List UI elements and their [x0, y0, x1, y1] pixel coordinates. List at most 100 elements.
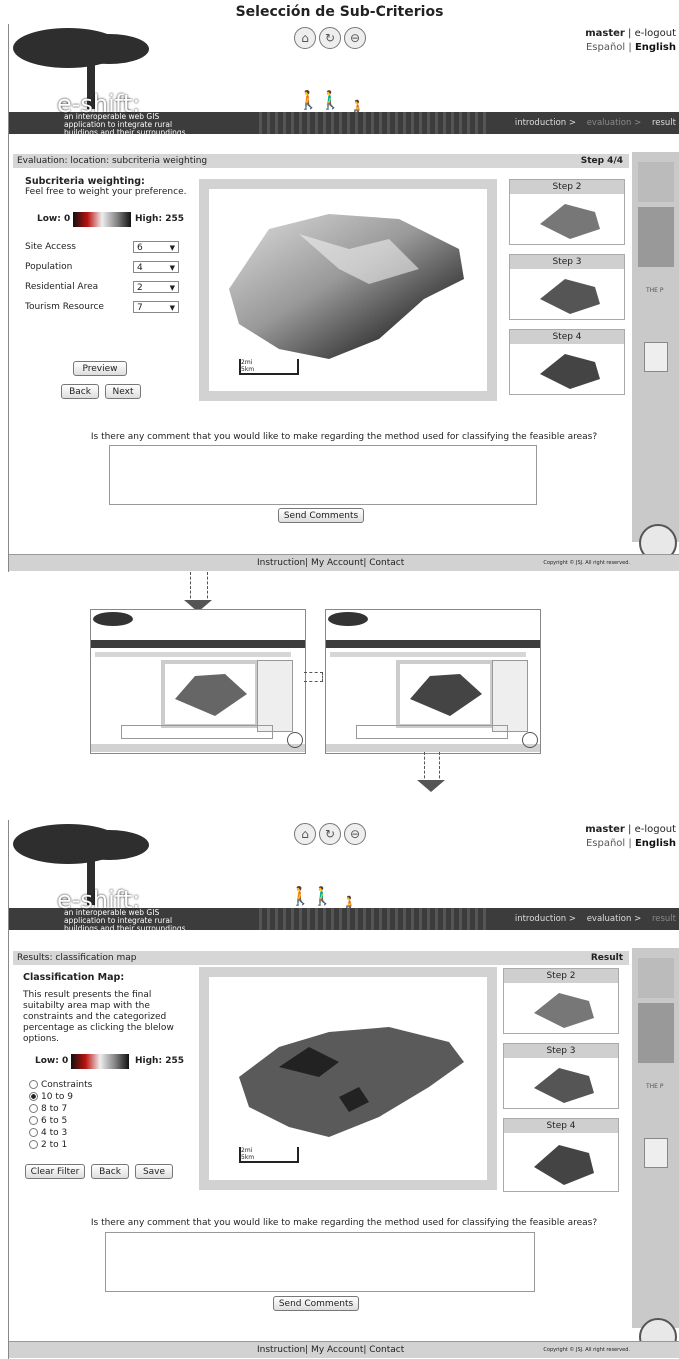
step-indicator: Step 4/4: [580, 156, 623, 166]
radio-option[interactable]: 8 to 7: [29, 1104, 92, 1116]
header-banner: ⌂↻⊖ master | e-logout Español | English …: [9, 24, 679, 137]
radio-option[interactable]: 6 to 5: [29, 1116, 92, 1128]
comment-question: Is there any comment that you would like…: [90, 432, 598, 442]
next-button[interactable]: Next: [105, 384, 141, 399]
footer: Instruction| My Account| Contact Copyrig…: [9, 1341, 679, 1358]
low-label: Low: 0: [37, 214, 71, 224]
map-scale-bar: 2mi 5km: [239, 359, 299, 375]
people-silhouette-icon: 🚶🚶‍♂️: [289, 886, 334, 907]
minus-icon[interactable]: ⊖: [344, 823, 366, 845]
side-text: THE P: [646, 287, 664, 294]
thumbnail-screen-step3: [325, 609, 541, 754]
home-icon[interactable]: ⌂: [294, 823, 316, 845]
tagline-line: buildings and their surroundings: [64, 924, 186, 933]
send-comments-button[interactable]: Send Comments: [278, 508, 364, 523]
preview-button[interactable]: Preview: [73, 361, 127, 376]
classification-options: Constraints 10 to 9 8 to 7 6 to 5 4 to 3…: [29, 1080, 92, 1152]
nav-introduction[interactable]: introduction >: [514, 118, 576, 128]
side-decoration: THE P: [632, 152, 679, 542]
copyright: Copyright © JSJ. All right reserved.: [543, 1347, 630, 1353]
step-card-title: Step 2: [504, 969, 618, 983]
constraint-region: [279, 1047, 339, 1077]
comment-textarea[interactable]: [105, 1232, 535, 1292]
step-card[interactable]: Step 2: [509, 179, 625, 245]
radio-option[interactable]: 2 to 1: [29, 1140, 92, 1152]
map-viewer[interactable]: 2mi 5km: [199, 179, 497, 401]
map-viewer[interactable]: 2mi 5km: [199, 967, 497, 1190]
step-card[interactable]: Step 2: [503, 968, 619, 1034]
terrain-region: [229, 214, 464, 359]
color-gradient-legend: [73, 212, 131, 227]
comment-textarea[interactable]: [109, 445, 537, 505]
step-card-title: Step 3: [504, 1044, 618, 1058]
step-card[interactable]: Step 4: [503, 1118, 619, 1192]
lang-es-link[interactable]: Español: [585, 838, 626, 849]
save-button[interactable]: Save: [135, 1164, 173, 1179]
page-title: Evaluation: location: subcriteria weight…: [17, 156, 208, 166]
radio-icon[interactable]: [29, 1128, 38, 1137]
select-value: 2: [137, 283, 143, 293]
send-comments-button[interactable]: Send Comments: [273, 1296, 359, 1311]
back-button[interactable]: Back: [61, 384, 99, 399]
nav-evaluation[interactable]: evaluation >: [586, 914, 642, 924]
dropdown-arrow-icon: ▼: [169, 264, 175, 272]
document-icon: [644, 1138, 668, 1168]
side-decoration: THE P: [632, 948, 679, 1328]
radio-option[interactable]: 10 to 9: [29, 1092, 92, 1104]
radio-selected-icon[interactable]: [29, 1092, 38, 1101]
criteria-label: Tourism Resource: [25, 302, 104, 312]
logout-link[interactable]: e-logout: [634, 824, 676, 835]
logout-link[interactable]: e-logout: [634, 28, 676, 39]
flow-arrow: [424, 752, 440, 783]
radio-option[interactable]: 4 to 3: [29, 1128, 92, 1140]
radio-icon[interactable]: [29, 1104, 38, 1113]
map-scale-bar: 2mi 5km: [239, 1147, 299, 1163]
people-silhouette-icon: 🚶🚶‍♂️: [297, 90, 342, 111]
back-button[interactable]: Back: [91, 1164, 129, 1179]
weight-select[interactable]: 6▼: [133, 241, 179, 253]
side-panel: [638, 958, 674, 998]
select-value: 6: [137, 243, 143, 253]
tree-logo: [69, 34, 149, 64]
side-text: THE P: [646, 1083, 664, 1090]
low-label: Low: 0: [35, 1056, 69, 1066]
radio-icon[interactable]: [29, 1116, 38, 1125]
document-icon: [644, 342, 668, 372]
dropdown-arrow-icon: ▼: [169, 284, 175, 292]
constraint-region: [339, 1087, 369, 1112]
radio-option[interactable]: Constraints: [29, 1080, 92, 1092]
tree-logo: [69, 830, 149, 860]
tree-trunk: [87, 64, 95, 109]
weight-select[interactable]: 2▼: [133, 281, 179, 293]
scale-mi: 2mi: [241, 1147, 253, 1154]
minus-icon[interactable]: ⊖: [344, 27, 366, 49]
refresh-icon[interactable]: ↻: [319, 27, 341, 49]
step-card-title: Step 3: [510, 255, 624, 269]
home-icon[interactable]: ⌂: [294, 27, 316, 49]
radio-icon[interactable]: [29, 1140, 38, 1149]
lang-en-link[interactable]: English: [634, 42, 676, 53]
lang-en-link[interactable]: English: [634, 838, 676, 849]
refresh-icon[interactable]: ↻: [319, 823, 341, 845]
nav-evaluation[interactable]: evaluation >: [586, 118, 642, 128]
step-card[interactable]: Step 3: [503, 1043, 619, 1109]
footer-links[interactable]: Instruction| My Account| Contact: [257, 1345, 405, 1355]
nav-result[interactable]: result: [651, 118, 676, 128]
radio-icon[interactable]: [29, 1080, 38, 1089]
tagline: an interoperable web GIS application to …: [64, 113, 186, 137]
footer-links[interactable]: Instruction| My Account| Contact: [257, 558, 405, 568]
lang-es-link[interactable]: Español: [585, 42, 626, 53]
language-switch: Español | English: [585, 838, 676, 849]
nav-result[interactable]: result: [651, 914, 676, 924]
clear-filter-button[interactable]: Clear Filter: [25, 1164, 85, 1179]
nav-introduction[interactable]: introduction >: [514, 914, 576, 924]
color-gradient-legend: [71, 1054, 129, 1069]
weight-select[interactable]: 7▼: [133, 301, 179, 313]
step-card[interactable]: Step 3: [509, 254, 625, 320]
header-dark-bar: introduction > evaluation > result: [9, 908, 679, 930]
side-panel: [638, 1003, 674, 1063]
top-nav-icons: ⌂↻⊖: [294, 823, 369, 845]
username: master: [585, 28, 625, 39]
weight-select[interactable]: 4▼: [133, 261, 179, 273]
step-card[interactable]: Step 4: [509, 329, 625, 395]
